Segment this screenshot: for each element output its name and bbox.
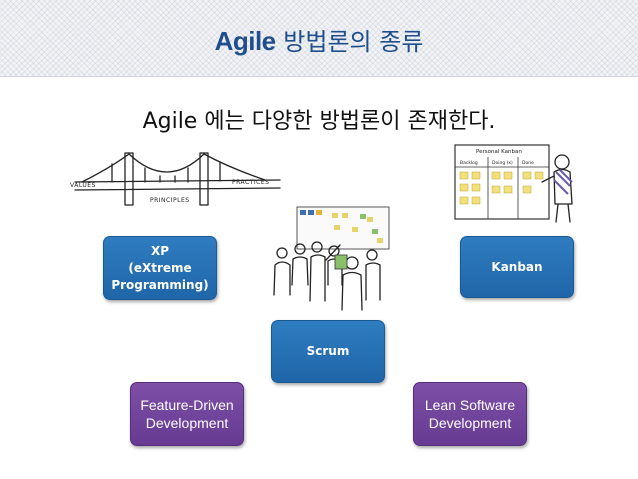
kanban-col-doing: Doing (x) <box>492 160 513 166</box>
bridge-illustration: VALUES PRINCIPLES PRACTICES <box>70 152 281 206</box>
slide-subtitle: Agile 에는 다양한 방법론이 존재한다. <box>142 109 496 134</box>
xp-box: XP (eXtreme Programming) <box>103 236 217 300</box>
fdd-label: Feature-Driven Development <box>140 397 234 431</box>
scrum-label: Scrum <box>306 344 350 358</box>
fdd-box: Feature-Driven Development <box>130 382 244 446</box>
kanban-board-illustration: Personal Kanban Backlog Doing (x) Done <box>454 144 573 223</box>
lean-label: Lean Software Development <box>424 397 516 431</box>
header-band <box>0 0 638 77</box>
kanban-box: Kanban <box>460 236 574 298</box>
kanban-label: Kanban <box>491 259 543 274</box>
bridge-label-practices: PRACTICES <box>232 179 269 186</box>
bridge-label-values: VALUES <box>70 182 96 189</box>
kanban-col-backlog: Backlog <box>460 160 478 166</box>
lean-box: Lean Software Development <box>413 382 527 446</box>
scrum-team-illustration <box>273 206 390 311</box>
title-agile: Agile <box>214 26 277 56</box>
bridge-label-principles: PRINCIPLES <box>150 197 190 204</box>
slide-title: Agile 방법론의 종류 <box>0 22 638 57</box>
title-rest: 방법론의 종류 <box>283 28 424 56</box>
kanban-col-done: Done <box>522 160 534 166</box>
kanban-board-title: Personal Kanban <box>476 149 522 155</box>
scrum-box: Scrum <box>271 320 385 383</box>
xp-label: XP (eXtreme Programming) <box>111 243 209 292</box>
